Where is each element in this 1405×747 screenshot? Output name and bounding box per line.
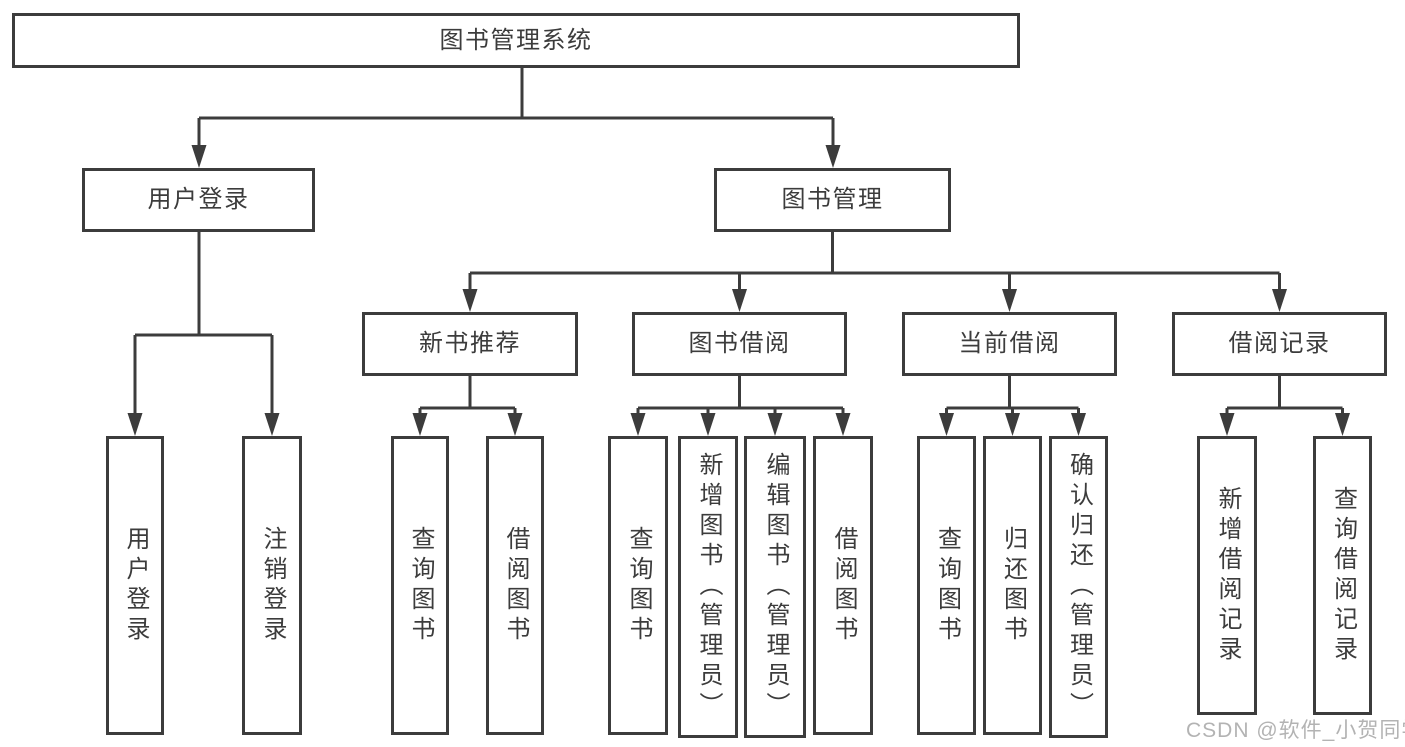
node-label: 用户登录 <box>122 525 149 646</box>
node-label: 借阅记录 <box>1228 330 1331 357</box>
node-label: 新增图书（管理员） <box>695 452 722 722</box>
node-leaf-query-books-borrow: 查询图书 <box>608 436 668 735</box>
node-book-borrow: 图书借阅 <box>632 312 847 376</box>
connector-bookmgmt-to-level2 <box>468 232 1281 295</box>
node-leaf-borrow-books-recommend: 借阅图书 <box>486 436 544 735</box>
arrowhead <box>264 413 280 436</box>
arrowhead <box>1002 289 1017 312</box>
node-label: 查询图书 <box>407 525 434 646</box>
node-label: 当前借阅 <box>958 330 1061 357</box>
node-label: 查询图书 <box>625 525 652 646</box>
node-leaf-user-login: 用户登录 <box>106 436 164 735</box>
node-leaf-add-books-admin: 新增图书（管理员） <box>678 436 738 738</box>
node-label: 编辑图书（管理员） <box>762 452 789 722</box>
node-label: 借阅图书 <box>830 525 857 646</box>
node-user-login: 用户登录 <box>82 168 315 232</box>
node-leaf-query-books-current: 查询图书 <box>917 436 976 735</box>
node-label: 确认归还（管理员） <box>1065 452 1093 722</box>
node-leaf-return-books: 归还图书 <box>983 436 1042 735</box>
connector-borrow-to-leaves <box>636 376 845 420</box>
connector-records-to-leaves <box>1225 376 1344 420</box>
arrowhead <box>191 145 207 168</box>
node-label: 用户登录 <box>147 186 250 213</box>
node-label: 注销登录 <box>259 525 286 646</box>
arrowheads <box>127 145 1350 436</box>
arrowhead <box>507 413 523 436</box>
arrowhead <box>412 413 428 436</box>
node-label: 查询借阅记录 <box>1329 485 1357 666</box>
node-library-management-system: 图书管理系统 <box>12 13 1020 68</box>
node-leaf-query-books-recommend: 查询图书 <box>391 436 449 735</box>
arrowhead <box>1335 413 1350 436</box>
arrowhead <box>1071 413 1086 436</box>
node-borrow-records: 借阅记录 <box>1172 312 1387 376</box>
node-label: 新书推荐 <box>419 330 521 357</box>
arrowhead <box>825 145 841 168</box>
node-leaf-confirm-return-admin: 确认归还（管理员） <box>1049 436 1108 738</box>
csdn-watermark: CSDN @软件_小贺同学 <box>1186 719 1405 742</box>
arrowhead <box>630 413 646 436</box>
node-label: 归还图书 <box>999 525 1027 646</box>
arrowhead <box>127 413 143 436</box>
node-label: 查询图书 <box>933 525 961 646</box>
arrowhead <box>732 289 747 312</box>
arrowhead <box>1272 289 1287 312</box>
node-label: 图书借阅 <box>688 330 791 357</box>
connector-recommend-to-leaves <box>418 376 517 420</box>
node-label: 图书管理 <box>781 186 884 213</box>
node-label: 借阅图书 <box>502 525 529 646</box>
node-label: 新增借阅记录 <box>1214 485 1241 666</box>
connector-userlogin-to-leaves <box>133 232 274 420</box>
arrowhead <box>767 413 783 436</box>
node-leaf-add-borrow-record: 新增借阅记录 <box>1197 436 1257 715</box>
connector-root-to-level1 <box>197 68 835 150</box>
node-new-book-recommend: 新书推荐 <box>362 312 578 376</box>
arrowhead <box>939 413 954 436</box>
node-leaf-logout: 注销登录 <box>242 436 302 735</box>
node-leaf-query-borrow-record: 查询借阅记录 <box>1313 436 1372 715</box>
arrowhead <box>700 413 716 436</box>
arrowhead <box>835 413 851 436</box>
arrowhead <box>462 289 478 312</box>
node-book-management: 图书管理 <box>714 168 951 232</box>
node-current-borrow: 当前借阅 <box>902 312 1117 376</box>
arrowhead <box>1005 413 1020 436</box>
node-label: 图书管理系统 <box>439 26 593 54</box>
node-leaf-borrow-books: 借阅图书 <box>813 436 873 735</box>
node-leaf-edit-books-admin: 编辑图书（管理员） <box>744 436 806 738</box>
arrowhead <box>1219 413 1235 436</box>
